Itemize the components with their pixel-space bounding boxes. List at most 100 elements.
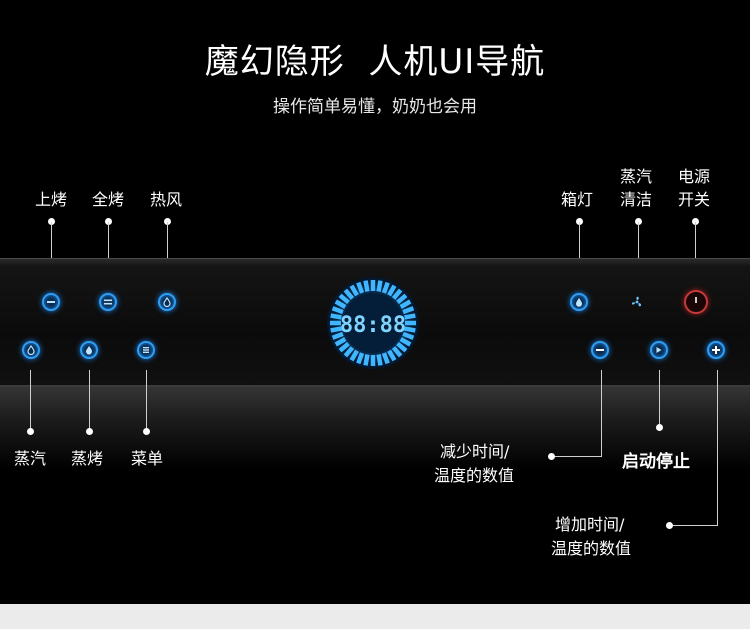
label-decrease-2: 温度的数值 xyxy=(434,466,515,485)
flame-icon xyxy=(163,297,171,307)
callout-line xyxy=(579,222,580,276)
box-light-button[interactable] xyxy=(570,293,588,311)
central-display: 88:88 xyxy=(327,277,419,369)
display-segment xyxy=(343,346,355,358)
display-segment xyxy=(356,281,365,294)
display-segment xyxy=(363,354,370,366)
display-segment xyxy=(330,326,342,333)
display-segment xyxy=(381,281,390,294)
label-hot-air: 热风 xyxy=(150,190,183,209)
page-subtitle: 操作简单易懂，奶奶也会用 xyxy=(273,97,477,117)
display-segment xyxy=(334,299,347,309)
label-steam-clean-2: 清洁 xyxy=(620,190,653,209)
power-button[interactable] xyxy=(684,290,708,314)
label-decrease-1: 减少时间/ xyxy=(440,442,510,461)
callout-dot xyxy=(105,218,112,225)
display-segment xyxy=(338,293,350,305)
top-bake-button[interactable] xyxy=(42,293,60,311)
callout-dot xyxy=(656,424,663,431)
steam-bake-icon xyxy=(86,346,92,355)
display-segment xyxy=(391,346,403,358)
callout-dot xyxy=(27,428,34,435)
play-pause-icon xyxy=(656,347,662,353)
display-segment xyxy=(396,341,408,353)
decrease-button[interactable] xyxy=(591,341,609,359)
power-icon xyxy=(695,297,697,303)
label-steam-clean-1: 蒸汽 xyxy=(620,167,653,186)
callout-line xyxy=(601,370,602,457)
display-segment xyxy=(399,337,412,347)
bottom-strip xyxy=(0,604,750,629)
label-full-bake: 全烤 xyxy=(92,190,125,209)
callout-line xyxy=(670,525,718,526)
display-segment xyxy=(387,349,397,362)
label-steam-bake: 蒸烤 xyxy=(71,449,104,468)
label-power-1: 电源 xyxy=(678,167,711,186)
display-segment xyxy=(349,284,359,297)
display-segment xyxy=(396,293,408,305)
steam-bake-button[interactable] xyxy=(80,341,98,359)
display-segment xyxy=(330,313,342,320)
display-segment xyxy=(376,280,383,292)
callout-dot xyxy=(576,218,583,225)
label-power-2: 开关 xyxy=(678,190,711,209)
label-increase-1: 增加时间/ xyxy=(555,515,625,534)
display-segment xyxy=(402,331,415,340)
callout-line xyxy=(146,370,147,430)
start-stop-button[interactable] xyxy=(650,341,668,359)
display-segment xyxy=(343,288,355,300)
callout-line xyxy=(659,370,660,426)
increase-button[interactable] xyxy=(707,341,725,359)
callout-dot xyxy=(86,428,93,435)
floor-reflection xyxy=(0,380,750,470)
menu-button[interactable] xyxy=(137,341,155,359)
label-start-stop: 启动停止 xyxy=(622,452,690,472)
top-bake-icon xyxy=(47,301,55,303)
callout-dot xyxy=(692,218,699,225)
label-increase-2: 温度的数值 xyxy=(551,539,632,558)
display-segment xyxy=(391,288,403,300)
callout-line xyxy=(638,222,639,276)
label-steam: 蒸汽 xyxy=(14,449,47,468)
callout-dot xyxy=(548,453,555,460)
full-bake-icon xyxy=(104,299,112,305)
display-segment xyxy=(331,306,344,315)
callout-dot xyxy=(666,522,673,529)
droplet-icon xyxy=(576,298,582,307)
display-segment xyxy=(404,326,416,333)
page-title: 魔幻隐形 人机UI导航 xyxy=(204,42,546,82)
display-segment xyxy=(338,341,350,353)
callout-line xyxy=(89,370,90,430)
steam-button[interactable] xyxy=(22,341,40,359)
steam-icon xyxy=(27,345,35,355)
callout-line xyxy=(108,222,109,276)
callout-line xyxy=(695,222,696,276)
display-segment xyxy=(363,280,370,292)
callout-line xyxy=(30,370,31,430)
callout-line xyxy=(717,370,718,526)
display-segment xyxy=(376,354,383,366)
fan-icon xyxy=(631,296,642,307)
display-segment xyxy=(387,284,397,297)
display-digits: 88:88 xyxy=(340,313,406,338)
display-segment xyxy=(356,352,365,365)
plus-icon xyxy=(712,346,720,354)
label-top-bake: 上烤 xyxy=(35,190,68,209)
callout-dot xyxy=(143,428,150,435)
display-ring xyxy=(330,280,416,366)
display-segment xyxy=(399,299,412,309)
display-segment xyxy=(381,352,390,365)
callout-line xyxy=(51,222,52,276)
display-segment xyxy=(349,349,359,362)
steam-clean-button[interactable] xyxy=(628,293,646,311)
display-segment xyxy=(331,331,344,340)
minus-icon xyxy=(596,349,604,351)
full-bake-button[interactable] xyxy=(99,293,117,311)
label-menu: 菜单 xyxy=(131,449,164,468)
hot-air-button[interactable] xyxy=(158,293,176,311)
menu-icon xyxy=(143,347,149,353)
display-segment xyxy=(402,306,415,315)
label-box-light: 箱灯 xyxy=(561,190,594,209)
callout-dot xyxy=(164,218,171,225)
display-segment xyxy=(334,337,347,347)
